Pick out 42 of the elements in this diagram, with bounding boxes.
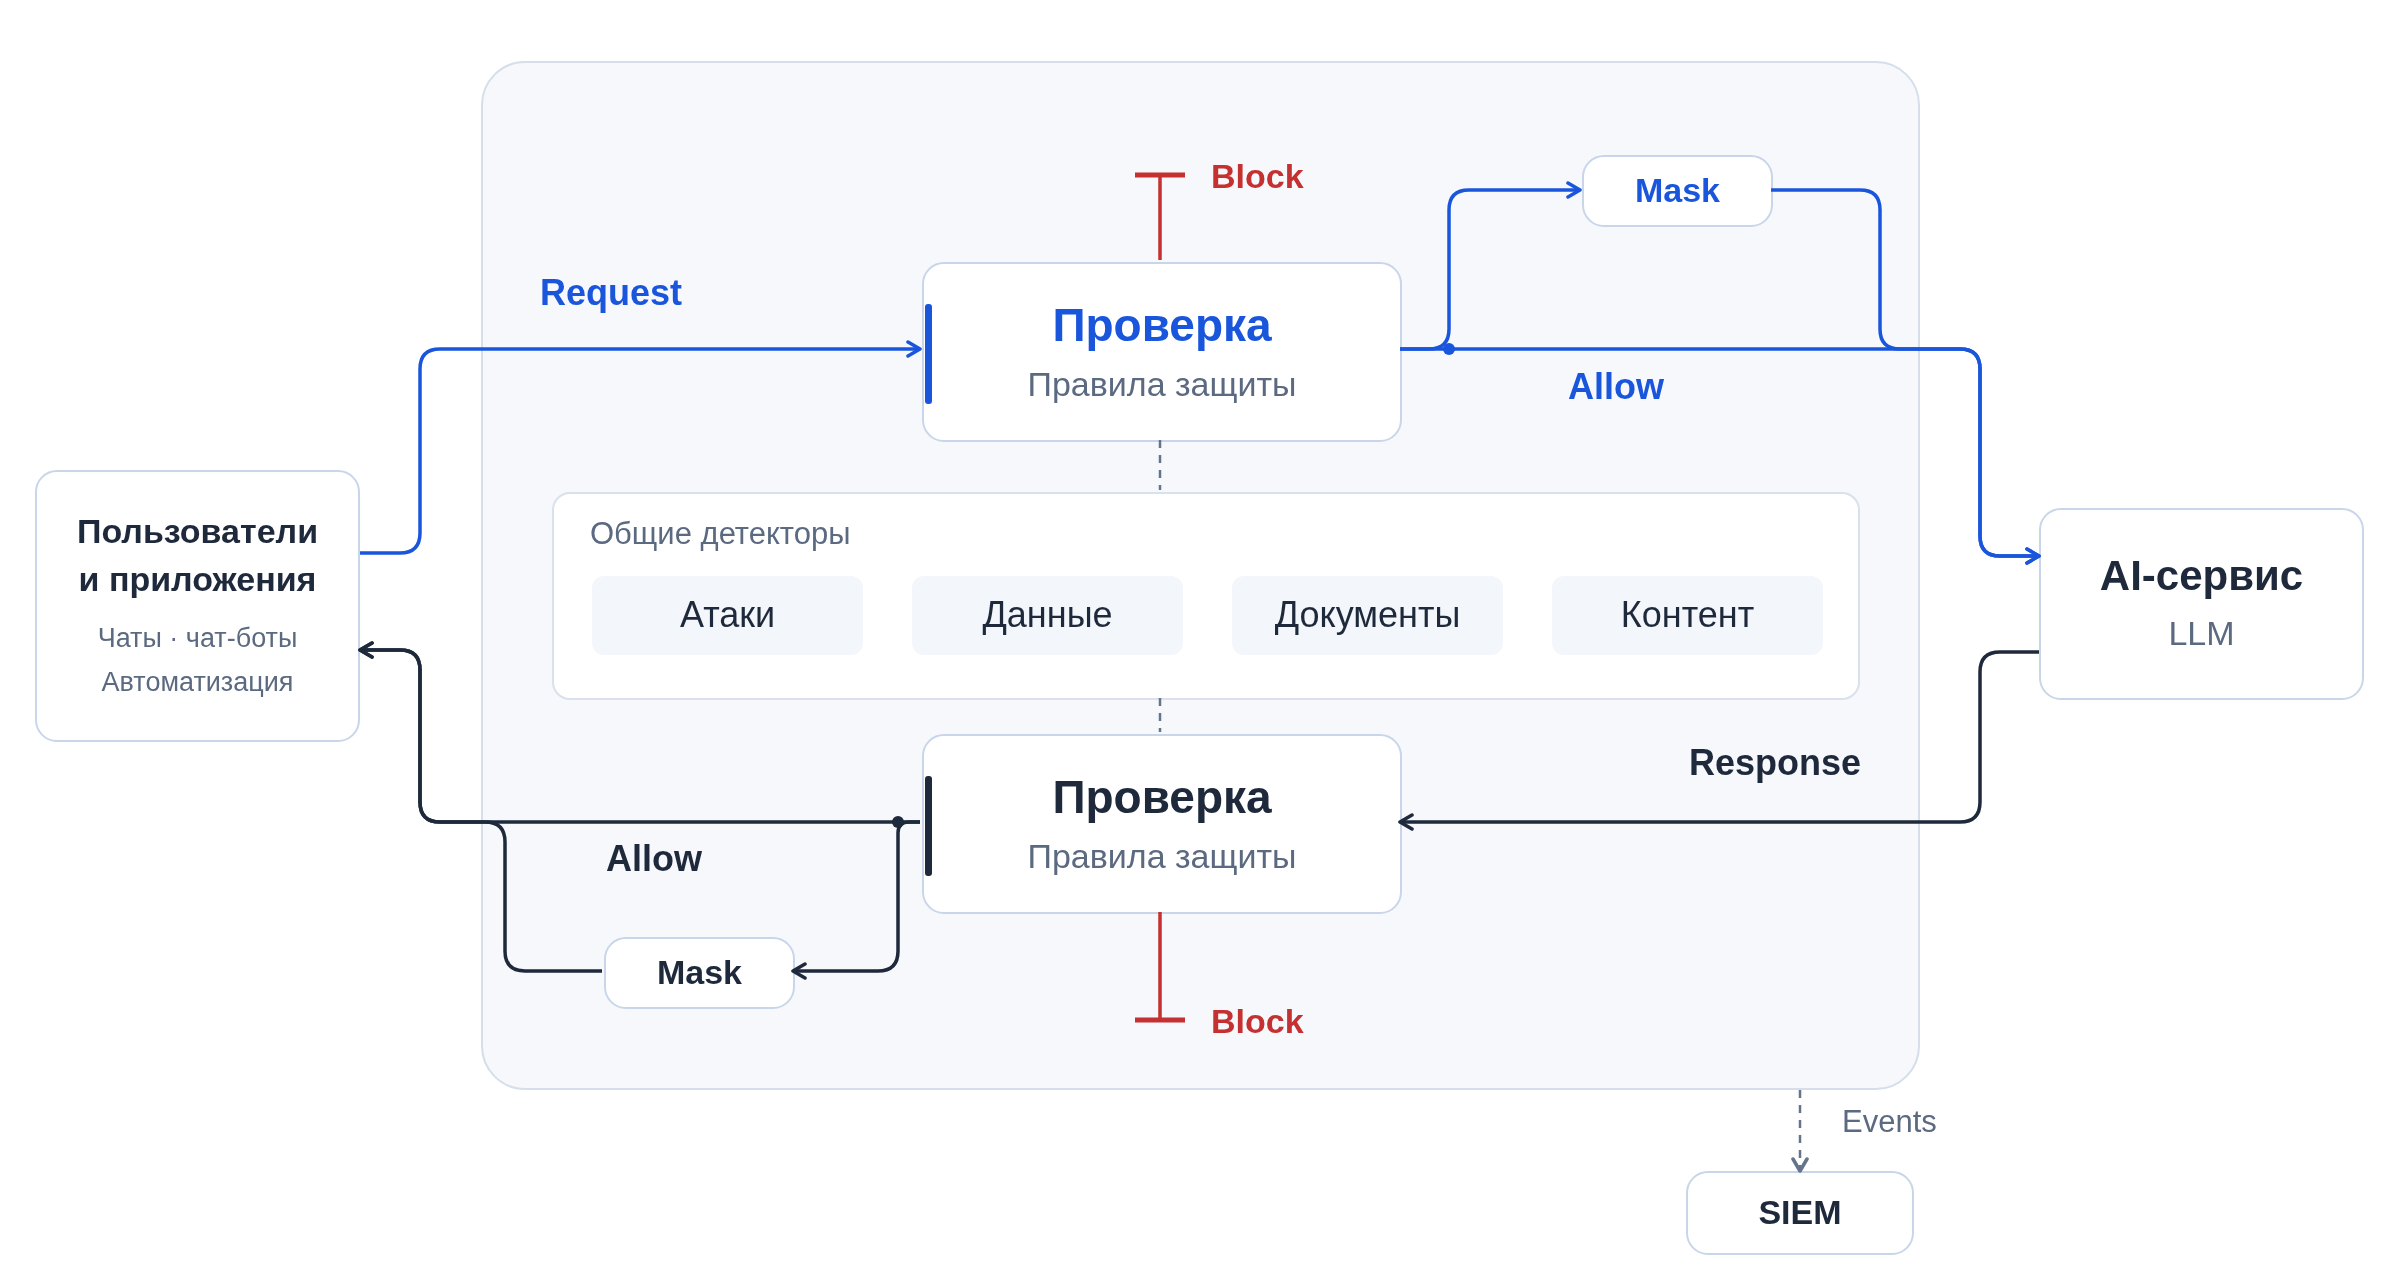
node-title: Проверка <box>1052 769 1272 825</box>
edge-label: Request <box>540 272 683 314</box>
group-panel <box>552 492 1860 700</box>
node-subtitle: Правила защиты <box>1027 364 1297 405</box>
block-text: Block <box>1211 156 1304 198</box>
arrow <box>358 641 602 973</box>
node-title: Атаки <box>679 593 776 638</box>
dashed-connector <box>1158 440 1162 490</box>
block-line <box>1132 172 1188 260</box>
edge-label: Allow <box>606 838 702 880</box>
dashed-connector <box>1158 698 1162 732</box>
node-title: Контент <box>1620 593 1755 638</box>
node-title: Документы <box>1274 593 1461 638</box>
process-box <box>1582 155 1773 227</box>
process-box <box>2039 508 2364 700</box>
edge-label: Events <box>1842 1104 1937 1140</box>
dashed-connector <box>1791 1090 1809 1173</box>
node-title: SIEM <box>1758 1192 1842 1234</box>
process-box <box>922 262 1402 442</box>
node-title: Проверка <box>1052 297 1272 353</box>
node-title: Данные <box>982 593 1113 638</box>
container-panel <box>481 61 1920 1090</box>
arrow <box>1400 347 2041 565</box>
arrow <box>360 340 922 555</box>
node-subtitle: Чаты · чат-боты Автоматизация <box>96 622 299 699</box>
edge-label: Allow <box>1568 366 1664 408</box>
node-title: Mask <box>656 952 743 994</box>
process-box <box>35 470 360 742</box>
node-title: Пользователи и приложения <box>75 511 320 600</box>
process-box <box>1686 1171 1914 1255</box>
edge-label: Response <box>1689 742 1862 784</box>
node-title: AI-сервис <box>2099 551 2304 602</box>
node-title: Mask <box>1634 170 1721 212</box>
process-box <box>604 937 795 1009</box>
arrow <box>791 820 920 980</box>
node-subtitle: Правила защиты <box>1027 836 1297 877</box>
process-box <box>922 734 1402 914</box>
block-line <box>1132 912 1188 1023</box>
group-title: Общие детекторы <box>590 515 851 553</box>
node-subtitle: LLM <box>2168 613 2235 655</box>
arrow <box>1398 650 2039 831</box>
block-text: Block <box>1211 1001 1304 1043</box>
